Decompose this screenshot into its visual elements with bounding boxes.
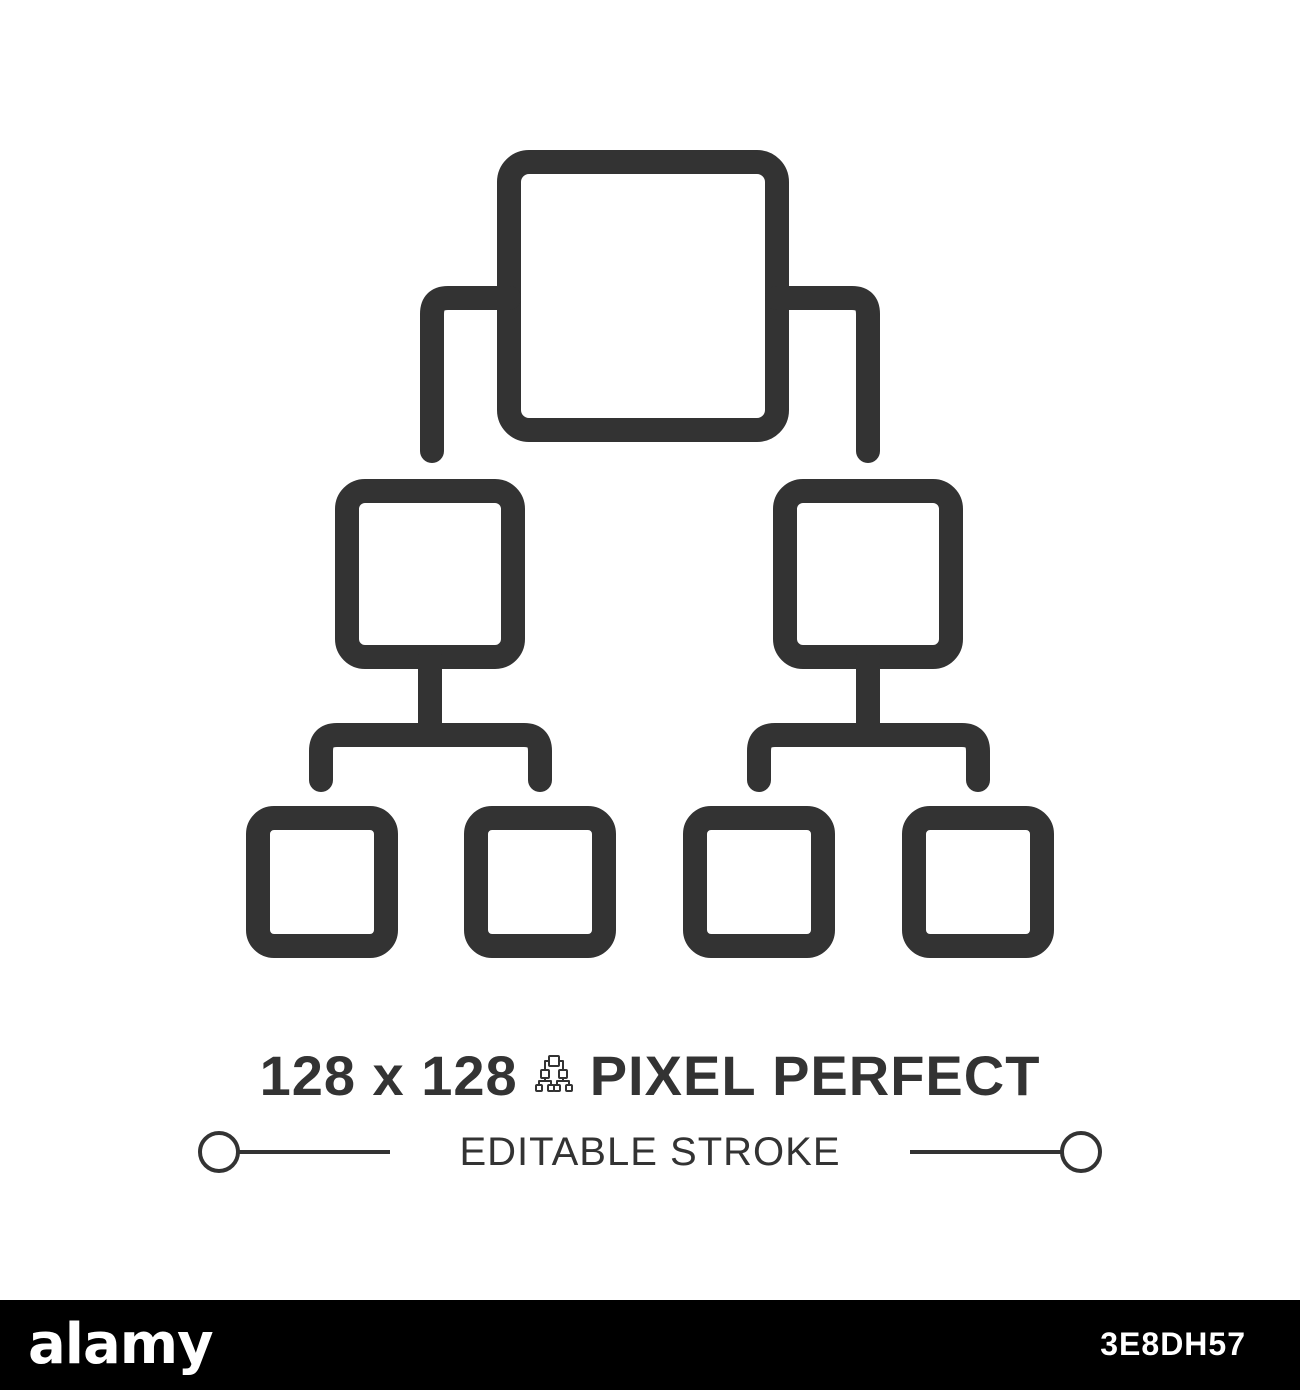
leaf-node-box-2 [464, 806, 616, 958]
mini-hierarchy-icon [534, 1055, 573, 1092]
editable-stroke-row: EDITABLE STROKE [0, 1124, 1300, 1180]
brand-logo: alamy [28, 1312, 214, 1377]
caption-headline: 128 x 128 PIXEL PERFECT [0, 1040, 1300, 1110]
footer-bar: alamy 3E8DH57 [0, 1300, 1300, 1390]
right-branch-connector [747, 723, 990, 792]
headline-text: PIXEL PERFECT [589, 1043, 1041, 1107]
left-slider-handle-icon [198, 1131, 240, 1173]
left-top-connector [420, 286, 521, 463]
image-id: 3E8DH57 [1100, 1326, 1246, 1362]
editable-stroke-label: EDITABLE STROKE [459, 1130, 841, 1174]
leaf-node-box-3 [683, 806, 835, 958]
root-node-box [497, 150, 789, 442]
right-slider-handle-icon [1060, 1131, 1102, 1173]
left-branch-connector [309, 723, 552, 792]
leaf-node-box-4 [902, 806, 1054, 958]
leaf-node-box-1 [246, 806, 398, 958]
size-text: 128 x 128 [259, 1043, 518, 1107]
right-top-connector [765, 286, 880, 463]
right-middle-node-box [773, 479, 963, 669]
hierarchy-structure-icon [246, 150, 1054, 958]
stroke-slider-graphic [198, 1131, 1102, 1173]
left-middle-node-box [335, 479, 525, 669]
